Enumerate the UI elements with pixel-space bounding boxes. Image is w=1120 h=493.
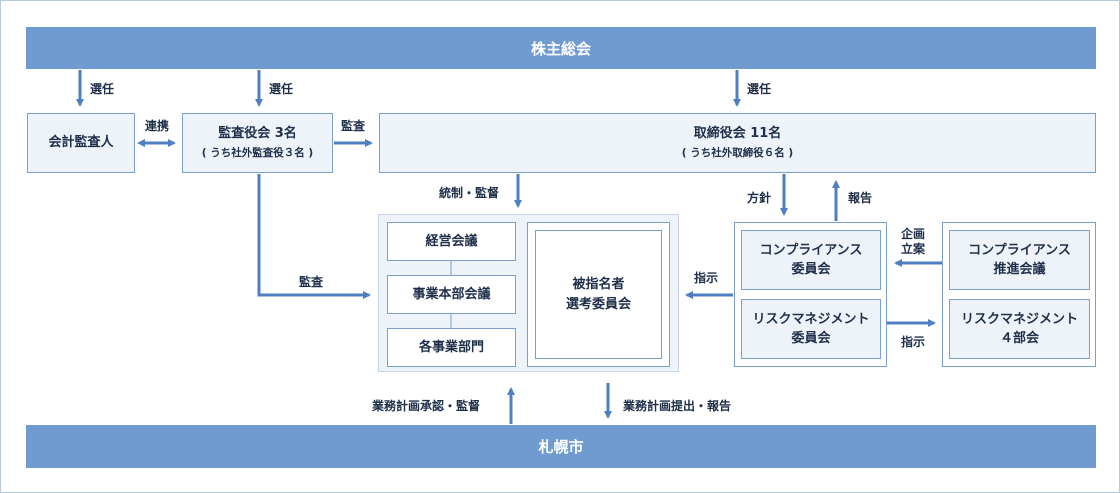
audit-board-subtitle: ( うち社外監査役３名 ) bbox=[201, 146, 314, 159]
label-audit-1: 監査 bbox=[341, 119, 366, 133]
risk-4-divisions-line2: ４部会 bbox=[999, 331, 1039, 346]
nomination-committee-box: 被指名者 選考委員会 bbox=[535, 230, 662, 359]
label-cooperation: 連携 bbox=[145, 119, 170, 133]
nomination-committee-line2: 選考委員会 bbox=[565, 296, 631, 312]
label-plan-propose: 企画 立案 bbox=[901, 227, 925, 257]
board-subtitle: ( うち社外取締役６名 ) bbox=[681, 146, 794, 159]
nomination-committee-line1: 被指名者 bbox=[572, 277, 625, 292]
audit-board-title: 監査役会 3名 bbox=[218, 126, 297, 142]
risk-committee-box: リスクマネジメント 委員会 bbox=[741, 299, 881, 359]
compliance-promotion-line1: コンプライアンス bbox=[968, 242, 1071, 258]
shareholders-label: 株主総会 bbox=[530, 39, 591, 58]
compliance-promotion-box: コンプライアンス 推進会議 bbox=[949, 230, 1090, 290]
risk-committee-line1: リスクマネジメント bbox=[752, 311, 870, 327]
shareholders-bar: 株主総会 bbox=[26, 27, 1096, 69]
label-control-supervise: 統制・監督 bbox=[439, 186, 500, 200]
management-meeting-box: 経営会議 bbox=[387, 222, 516, 261]
board-title: 取締役会 11名 bbox=[693, 126, 782, 142]
label-plan-submit: 業務計画提出・報告 bbox=[623, 399, 732, 413]
auditor-label: 会計監査人 bbox=[48, 135, 114, 151]
auditor-box: 会計監査人 bbox=[27, 113, 135, 173]
board-box: 取締役会 11名 ( うち社外取締役６名 ) bbox=[379, 113, 1096, 173]
label-elect-2: 選任 bbox=[269, 82, 294, 96]
risk-committee-line2: 委員会 bbox=[791, 331, 831, 346]
label-plan-propose-line1: 企画 bbox=[901, 227, 926, 241]
label-plan-propose-line2: 立案 bbox=[901, 242, 926, 256]
business-division-meeting-label: 事業本部会議 bbox=[412, 286, 491, 302]
business-division-meeting-box: 事業本部会議 bbox=[387, 275, 516, 314]
label-elect-3: 選任 bbox=[747, 82, 772, 96]
business-departments-label: 各事業部門 bbox=[418, 339, 484, 355]
label-instruct-1: 指示 bbox=[694, 271, 719, 285]
audit-board-box: 監査役会 3名 ( うち社外監査役３名 ) bbox=[182, 113, 333, 173]
compliance-committee-line1: コンプライアンス bbox=[759, 242, 863, 258]
label-elect-1: 選任 bbox=[90, 82, 115, 96]
compliance-committee-line2: 委員会 bbox=[791, 262, 831, 277]
label-policy: 方針 bbox=[747, 191, 772, 205]
business-departments-box: 各事業部門 bbox=[387, 328, 516, 367]
risk-4-divisions-box: リスクマネジメント ４部会 bbox=[949, 299, 1090, 359]
label-report: 報告 bbox=[848, 191, 873, 205]
compliance-committee-box: コンプライアンス 委員会 bbox=[741, 230, 881, 290]
city-label: 札幌市 bbox=[538, 438, 584, 456]
risk-4-divisions-line1: リスクマネジメント bbox=[960, 311, 1078, 327]
label-plan-approval: 業務計画承認・監督 bbox=[372, 399, 481, 413]
arrow-audit-executive bbox=[257, 174, 371, 299]
label-audit-2: 監査 bbox=[299, 275, 324, 289]
label-instruct-2: 指示 bbox=[901, 335, 926, 349]
compliance-promotion-line2: 推進会議 bbox=[993, 262, 1046, 277]
city-bar: 札幌市 bbox=[26, 425, 1096, 468]
management-meeting-label: 経営会議 bbox=[425, 233, 478, 249]
